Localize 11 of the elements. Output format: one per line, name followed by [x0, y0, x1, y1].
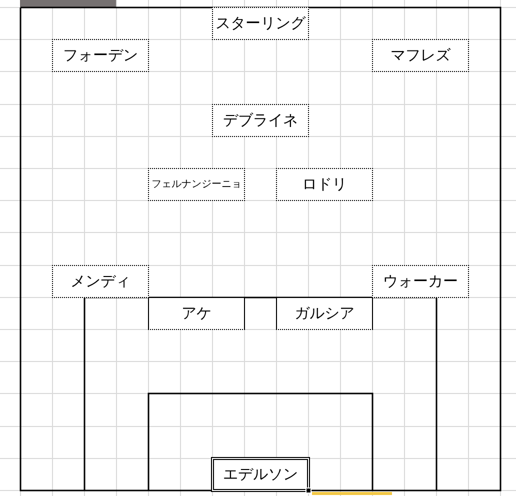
player-box: エデルソン	[211, 457, 310, 492]
player-box: フェルナンジーニョ	[148, 168, 245, 201]
player-box: デブライネ	[212, 104, 309, 137]
player-box: ロドリ	[276, 168, 373, 201]
player-box: ウォーカー	[372, 265, 469, 298]
player-box: スターリング	[212, 7, 309, 40]
player-box: フォーデン	[52, 39, 149, 72]
player-box: メンディ	[52, 265, 149, 298]
player-box: ガルシア	[276, 297, 373, 330]
player-box: アケ	[148, 297, 245, 330]
player-box: マフレズ	[372, 39, 469, 72]
